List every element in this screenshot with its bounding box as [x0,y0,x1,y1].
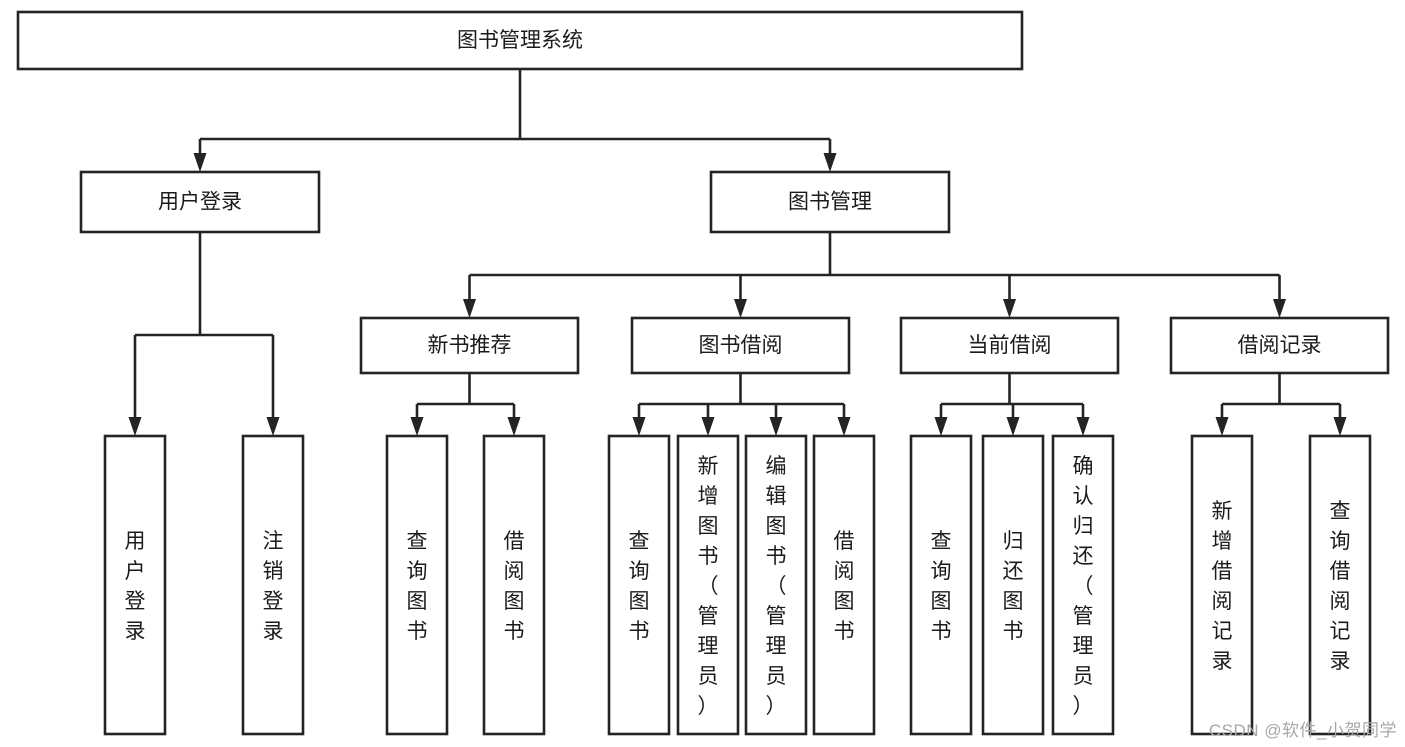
node-leaf-query-book-2-label: 查询图书 [629,530,650,643]
node-new-book-rec[interactable]: 新书推荐 [359,316,580,375]
conn-borrow-record-to-leaves-arrow-1 [1333,417,1347,436]
node-book-borrow-box[interactable] [630,316,851,375]
node-leaf-edit-book-label: 编辑图书（管理员） [766,455,787,718]
node-leaf-query-book-2-box[interactable] [607,434,671,736]
node-new-book-rec-label: 新书推荐 [428,334,512,357]
node-leaf-query-record-box[interactable] [1308,434,1372,736]
node-leaf-add-record-box[interactable] [1190,434,1254,736]
conn-book-borrow-to-leaves [632,373,851,436]
node-leaf-add-book-label: 新增图书（管理员） [698,455,719,718]
connector-layer [128,69,1347,436]
node-leaf-return-book[interactable]: 归还图书 [981,434,1045,736]
conn-current-borrow-to-leaves-arrow-0 [934,417,948,436]
node-root-box[interactable] [16,10,1024,71]
conn-user-login-to-leaves [128,232,280,436]
node-leaf-borrow-book-1[interactable]: 借阅图书 [482,434,546,736]
node-book-manage-label: 图书管理 [788,191,872,214]
node-current-borrow-label: 当前借阅 [968,334,1052,357]
node-leaf-borrow-book-2-label: 借阅图书 [834,530,855,643]
node-layer: 图书管理系统用户登录图书管理新书推荐图书借阅当前借阅借阅记录用户登录注销登录查询… [16,10,1390,736]
node-leaf-borrow-book-2[interactable]: 借阅图书 [812,434,876,736]
node-book-manage[interactable]: 图书管理 [709,170,951,234]
conn-borrow-record-to-leaves-arrow-0 [1215,417,1229,436]
node-borrow-record[interactable]: 借阅记录 [1169,316,1390,375]
node-book-borrow-label: 图书借阅 [699,334,783,357]
node-new-book-rec-box[interactable] [359,316,580,375]
node-leaf-edit-book[interactable]: 编辑图书（管理员） [744,434,808,736]
conn-user-login-to-leaves-arrow-1 [266,417,280,436]
conn-borrow-record-to-leaves [1215,373,1347,436]
node-leaf-user-logout[interactable]: 注销登录 [241,434,305,736]
conn-book-borrow-to-leaves-arrow-1 [701,417,715,436]
conn-current-borrow-to-leaves [934,373,1090,436]
conn-book-borrow-to-leaves-arrow-3 [837,417,851,436]
conn-book-manage-to-level3-arrow-0 [463,299,476,318]
conn-new-book-rec-to-leaves-arrow-0 [410,417,424,436]
node-borrow-record-box[interactable] [1169,316,1390,375]
node-leaf-query-book-1-box[interactable] [385,434,449,736]
node-leaf-add-record-label: 新增借阅记录 [1212,500,1233,673]
node-leaf-user-logout-box[interactable] [241,434,305,736]
conn-root-to-level2-arrow-1 [823,153,837,172]
conn-book-manage-to-level3 [463,232,1286,318]
node-leaf-query-book-3-box[interactable] [909,434,973,736]
node-root[interactable]: 图书管理系统 [16,10,1024,71]
node-leaf-borrow-book-1-box[interactable] [482,434,546,736]
node-leaf-edit-book-box[interactable] [744,434,808,736]
conn-current-borrow-to-leaves-arrow-2 [1076,417,1090,436]
node-borrow-record-label: 借阅记录 [1238,334,1322,357]
node-leaf-confirm-return-box[interactable] [1051,434,1115,736]
node-book-borrow[interactable]: 图书借阅 [630,316,851,375]
node-leaf-add-record[interactable]: 新增借阅记录 [1190,434,1254,736]
conn-current-borrow-to-leaves-arrow-1 [1006,417,1020,436]
node-leaf-query-book-1[interactable]: 查询图书 [385,434,449,736]
node-leaf-query-book-2[interactable]: 查询图书 [607,434,671,736]
node-leaf-borrow-book-1-label: 借阅图书 [504,530,525,643]
conn-book-borrow-to-leaves-arrow-0 [632,417,646,436]
node-leaf-add-book[interactable]: 新增图书（管理员） [676,434,740,736]
conn-book-manage-to-level3-arrow-2 [1003,299,1016,318]
node-leaf-query-record[interactable]: 查询借阅记录 [1308,434,1372,736]
conn-book-manage-to-level3-arrow-1 [734,299,747,318]
node-leaf-user-login-box[interactable] [103,434,167,736]
node-leaf-return-book-label: 归还图书 [1003,530,1024,643]
node-user-login-box[interactable] [79,170,321,234]
node-leaf-user-login[interactable]: 用户登录 [103,434,167,736]
node-root-label: 图书管理系统 [457,29,583,52]
node-leaf-confirm-return[interactable]: 确认归还（管理员） [1051,434,1115,736]
node-leaf-query-book-1-label: 查询图书 [407,530,428,643]
node-leaf-return-book-box[interactable] [981,434,1045,736]
conn-book-borrow-to-leaves-arrow-2 [769,417,783,436]
conn-root-to-level2 [193,69,837,172]
node-leaf-query-book-3[interactable]: 查询图书 [909,434,973,736]
node-leaf-user-logout-label: 注销登录 [263,530,284,643]
node-leaf-user-login-label: 用户登录 [125,530,146,643]
conn-new-book-rec-to-leaves [410,373,521,436]
conn-book-manage-to-level3-arrow-3 [1273,299,1286,318]
node-current-borrow-box[interactable] [899,316,1120,375]
node-user-login[interactable]: 用户登录 [79,170,321,234]
conn-user-login-to-leaves-arrow-0 [128,417,142,436]
node-leaf-confirm-return-label: 确认归还（管理员） [1073,455,1094,718]
node-book-manage-box[interactable] [709,170,951,234]
node-user-login-label: 用户登录 [158,191,242,214]
node-leaf-query-record-label: 查询借阅记录 [1330,500,1351,673]
conn-root-to-level2-arrow-0 [193,153,207,172]
conn-new-book-rec-to-leaves-arrow-1 [507,417,521,436]
node-leaf-borrow-book-2-box[interactable] [812,434,876,736]
node-current-borrow[interactable]: 当前借阅 [899,316,1120,375]
node-leaf-query-book-3-label: 查询图书 [931,530,952,643]
node-leaf-add-book-box[interactable] [676,434,740,736]
